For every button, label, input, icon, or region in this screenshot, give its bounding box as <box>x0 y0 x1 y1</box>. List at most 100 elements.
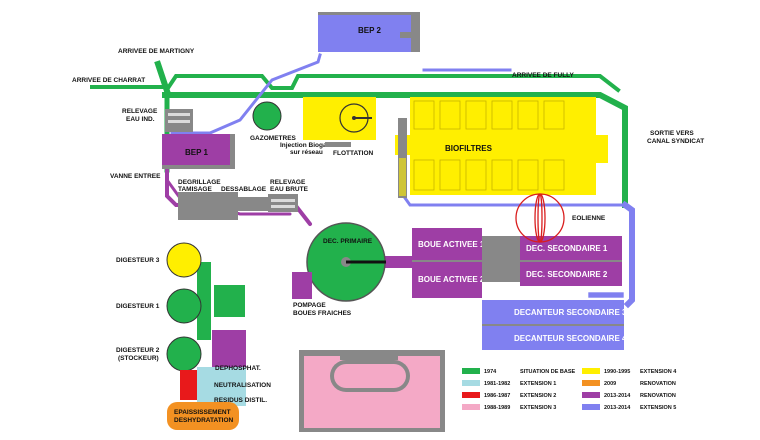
digesteur-3-label: DIGESTEUR 3 <box>116 257 160 264</box>
digesteur-1-label: DIGESTEUR 1 <box>116 303 160 310</box>
digesteur-2-tank <box>166 336 202 372</box>
pink-basin-inner <box>334 364 406 388</box>
legend-description: EXTENSION 5 <box>640 405 676 411</box>
relevage-brute-label-1: RELEVAGE <box>270 179 306 186</box>
digesteur-1-tank <box>166 288 202 324</box>
decanteur-3 <box>482 300 624 324</box>
arrivee-fully-label: ARRIVEE DE FULLY <box>512 72 575 79</box>
blue-pipes <box>170 53 635 309</box>
neutralisation-label: NEUTRALISATION <box>214 382 271 389</box>
biofiltres-hatch <box>399 158 406 196</box>
biofiltres-body <box>410 97 596 195</box>
legend-year: 1974 <box>484 369 497 375</box>
biofiltres-cells <box>413 100 565 191</box>
pompage-block <box>292 272 312 299</box>
legend-description: EXTENSION 3 <box>520 405 556 411</box>
legend-description: RENOVATION <box>640 381 676 387</box>
tamisage-label: TAMISAGE <box>178 186 212 193</box>
legend-swatch <box>582 392 600 398</box>
legend-year: 1988-1989 <box>484 405 510 411</box>
vanne-entree-label: VANNE ENTREE <box>110 173 161 180</box>
decanteur-3-label: DECANTEUR SECONDAIRE 3 <box>514 308 627 317</box>
relevage-ind-label-1: RELEVAGE <box>122 108 158 115</box>
relevage-ind-pumps <box>168 113 190 116</box>
legend-description: EXTENSION 1 <box>520 381 556 387</box>
bep2-nozzle <box>400 32 416 38</box>
relevage-brute-pumps <box>271 199 295 202</box>
pipe-to-dec <box>620 200 635 309</box>
relevage-ind-label-2: EAU IND. <box>126 116 155 123</box>
pretraitement-block <box>178 192 238 220</box>
epaississement-block <box>167 402 239 430</box>
boue-activee-2 <box>412 262 482 298</box>
relevage-brute-label-2: EAU BRUTE <box>270 186 309 193</box>
dec-primaire-channel <box>380 256 412 268</box>
legend-swatch <box>462 404 480 410</box>
bep2-label: BEP 2 <box>358 26 382 35</box>
pompage-label-1: POMPAGE <box>293 302 326 309</box>
digesteur-2-label-1: DIGESTEUR 2 <box>116 347 160 354</box>
injection-label-1: Injection Biogaz <box>280 142 331 149</box>
legend-swatch <box>462 368 480 374</box>
green-pipes <box>90 60 628 208</box>
red-column <box>180 370 197 400</box>
biofiltres-wing-right <box>590 135 608 163</box>
digesteur-1-block <box>214 285 245 317</box>
digester-column <box>197 262 211 340</box>
dec-secondaire-1 <box>520 236 622 260</box>
legend-swatch <box>462 380 480 386</box>
legend-year: 2013-2014 <box>604 393 631 399</box>
bep1-label: BEP 1 <box>185 148 209 157</box>
legend-description: SITUATION DE BASE <box>520 369 576 375</box>
relevage-ind-pumps-2 <box>168 120 190 123</box>
legend-description: EXTENSION 4 <box>640 369 677 375</box>
legend-year: 2013-2014 <box>604 405 631 411</box>
dephosphat-label: DEPHOSPHAT. <box>215 365 261 372</box>
legend-swatch <box>582 404 600 410</box>
dec-secondaire-2 <box>520 262 622 286</box>
degrillage-label: DEGRILLAGE <box>178 179 221 186</box>
dessablage-label: DESSABLAGE <box>221 186 267 193</box>
gazometres-label: GAZOMETRES <box>250 135 297 142</box>
legend-year: 2009 <box>604 381 616 387</box>
bep2-rim-top <box>318 12 420 15</box>
legend-description: EXTENSION 2 <box>520 393 556 399</box>
pretraitement-channel <box>238 197 268 211</box>
decanteur-rim <box>482 324 624 326</box>
decanteur-4 <box>482 326 624 350</box>
biofiltres-label: BIOFILTRES <box>445 144 493 153</box>
epaississement-label-2: DESHYDRATATION <box>174 417 234 424</box>
digesteur-2-label-2: (STOCKEUR) <box>118 355 159 362</box>
boue-activee-1 <box>412 228 482 260</box>
sortie-label-2: CANAL SYNDICAT <box>647 138 704 145</box>
relevage-brute-pumps-2 <box>271 205 295 208</box>
residus-block <box>197 389 246 406</box>
legend-swatch <box>582 368 600 374</box>
legend-year: 1981-1982 <box>484 381 510 387</box>
dec-secondaire-2-label: DEC. SECONDAIRE 2 <box>526 270 608 279</box>
pipe-bio-out <box>402 195 624 207</box>
legend-description: RENOVATION <box>640 393 676 399</box>
boue-activee-2-label: BOUE ACTIVEE 2 <box>418 275 485 284</box>
decanteur-4-label: DECANTEUR SECONDAIRE 4 <box>514 334 627 343</box>
pipe-martigny <box>154 60 172 98</box>
epaississement-label-1: EPAISSISSEMENT <box>174 409 231 416</box>
pipe-bep2 <box>170 53 322 135</box>
boue-activee-1-label: BOUE ACTIVEE 1 <box>418 240 485 249</box>
boue-activee-divider <box>412 260 482 262</box>
pipe-fully <box>165 74 621 93</box>
arrivee-martigny-label: ARRIVEE DE MARTIGNY <box>118 48 195 55</box>
dec-primaire-label: DEC. PRIMAIRE <box>323 238 373 245</box>
arrivee-charrat-label: ARRIVEE DE CHARRAT <box>72 77 145 84</box>
dec-secondaire-rim <box>520 260 622 262</box>
flottation-base <box>325 142 351 147</box>
eolienne-label: EOLIENNE <box>572 215 606 222</box>
eolienne-icon <box>515 193 565 243</box>
injection-label-2: sur réseau <box>290 149 323 156</box>
residus-label: RESIDUS DISTIL. <box>214 397 267 404</box>
bep1-rim-bottom <box>162 165 235 169</box>
dec-secondaire-1-label: DEC. SECONDAIRE 1 <box>526 244 608 253</box>
